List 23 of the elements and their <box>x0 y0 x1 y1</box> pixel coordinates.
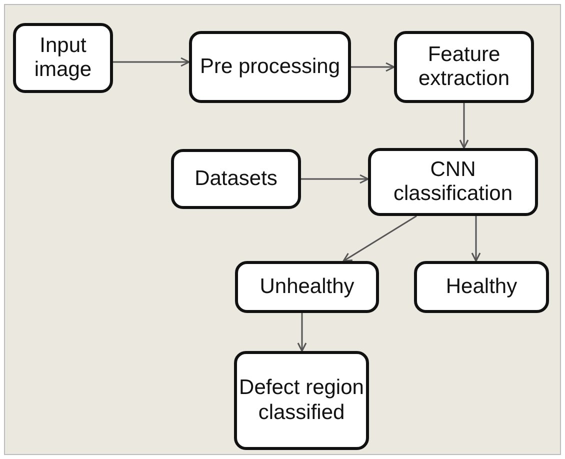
process-box <box>368 148 538 216</box>
node-label: Input image <box>33 34 93 82</box>
arrow <box>471 216 481 262</box>
node-label: Unhealthy <box>260 274 354 300</box>
arrow <box>342 215 417 262</box>
process-box <box>414 261 549 313</box>
node-label: Datasets <box>194 166 278 192</box>
arrow <box>301 174 369 184</box>
process-box <box>235 261 379 313</box>
process-box <box>13 23 113 93</box>
arrow <box>351 62 395 72</box>
process-box <box>171 149 301 209</box>
node-label: CNN classification <box>392 158 514 206</box>
node-label: Healthy <box>446 274 518 300</box>
node-label: Pre processing <box>200 54 340 80</box>
process-box <box>189 31 351 103</box>
process-box <box>394 31 534 103</box>
node-label: Defect region classified <box>238 376 365 425</box>
arrow <box>297 313 307 352</box>
arrow <box>459 103 469 149</box>
arrow <box>113 57 190 67</box>
node-label: Feature extraction <box>417 42 511 92</box>
process-box <box>234 351 369 450</box>
